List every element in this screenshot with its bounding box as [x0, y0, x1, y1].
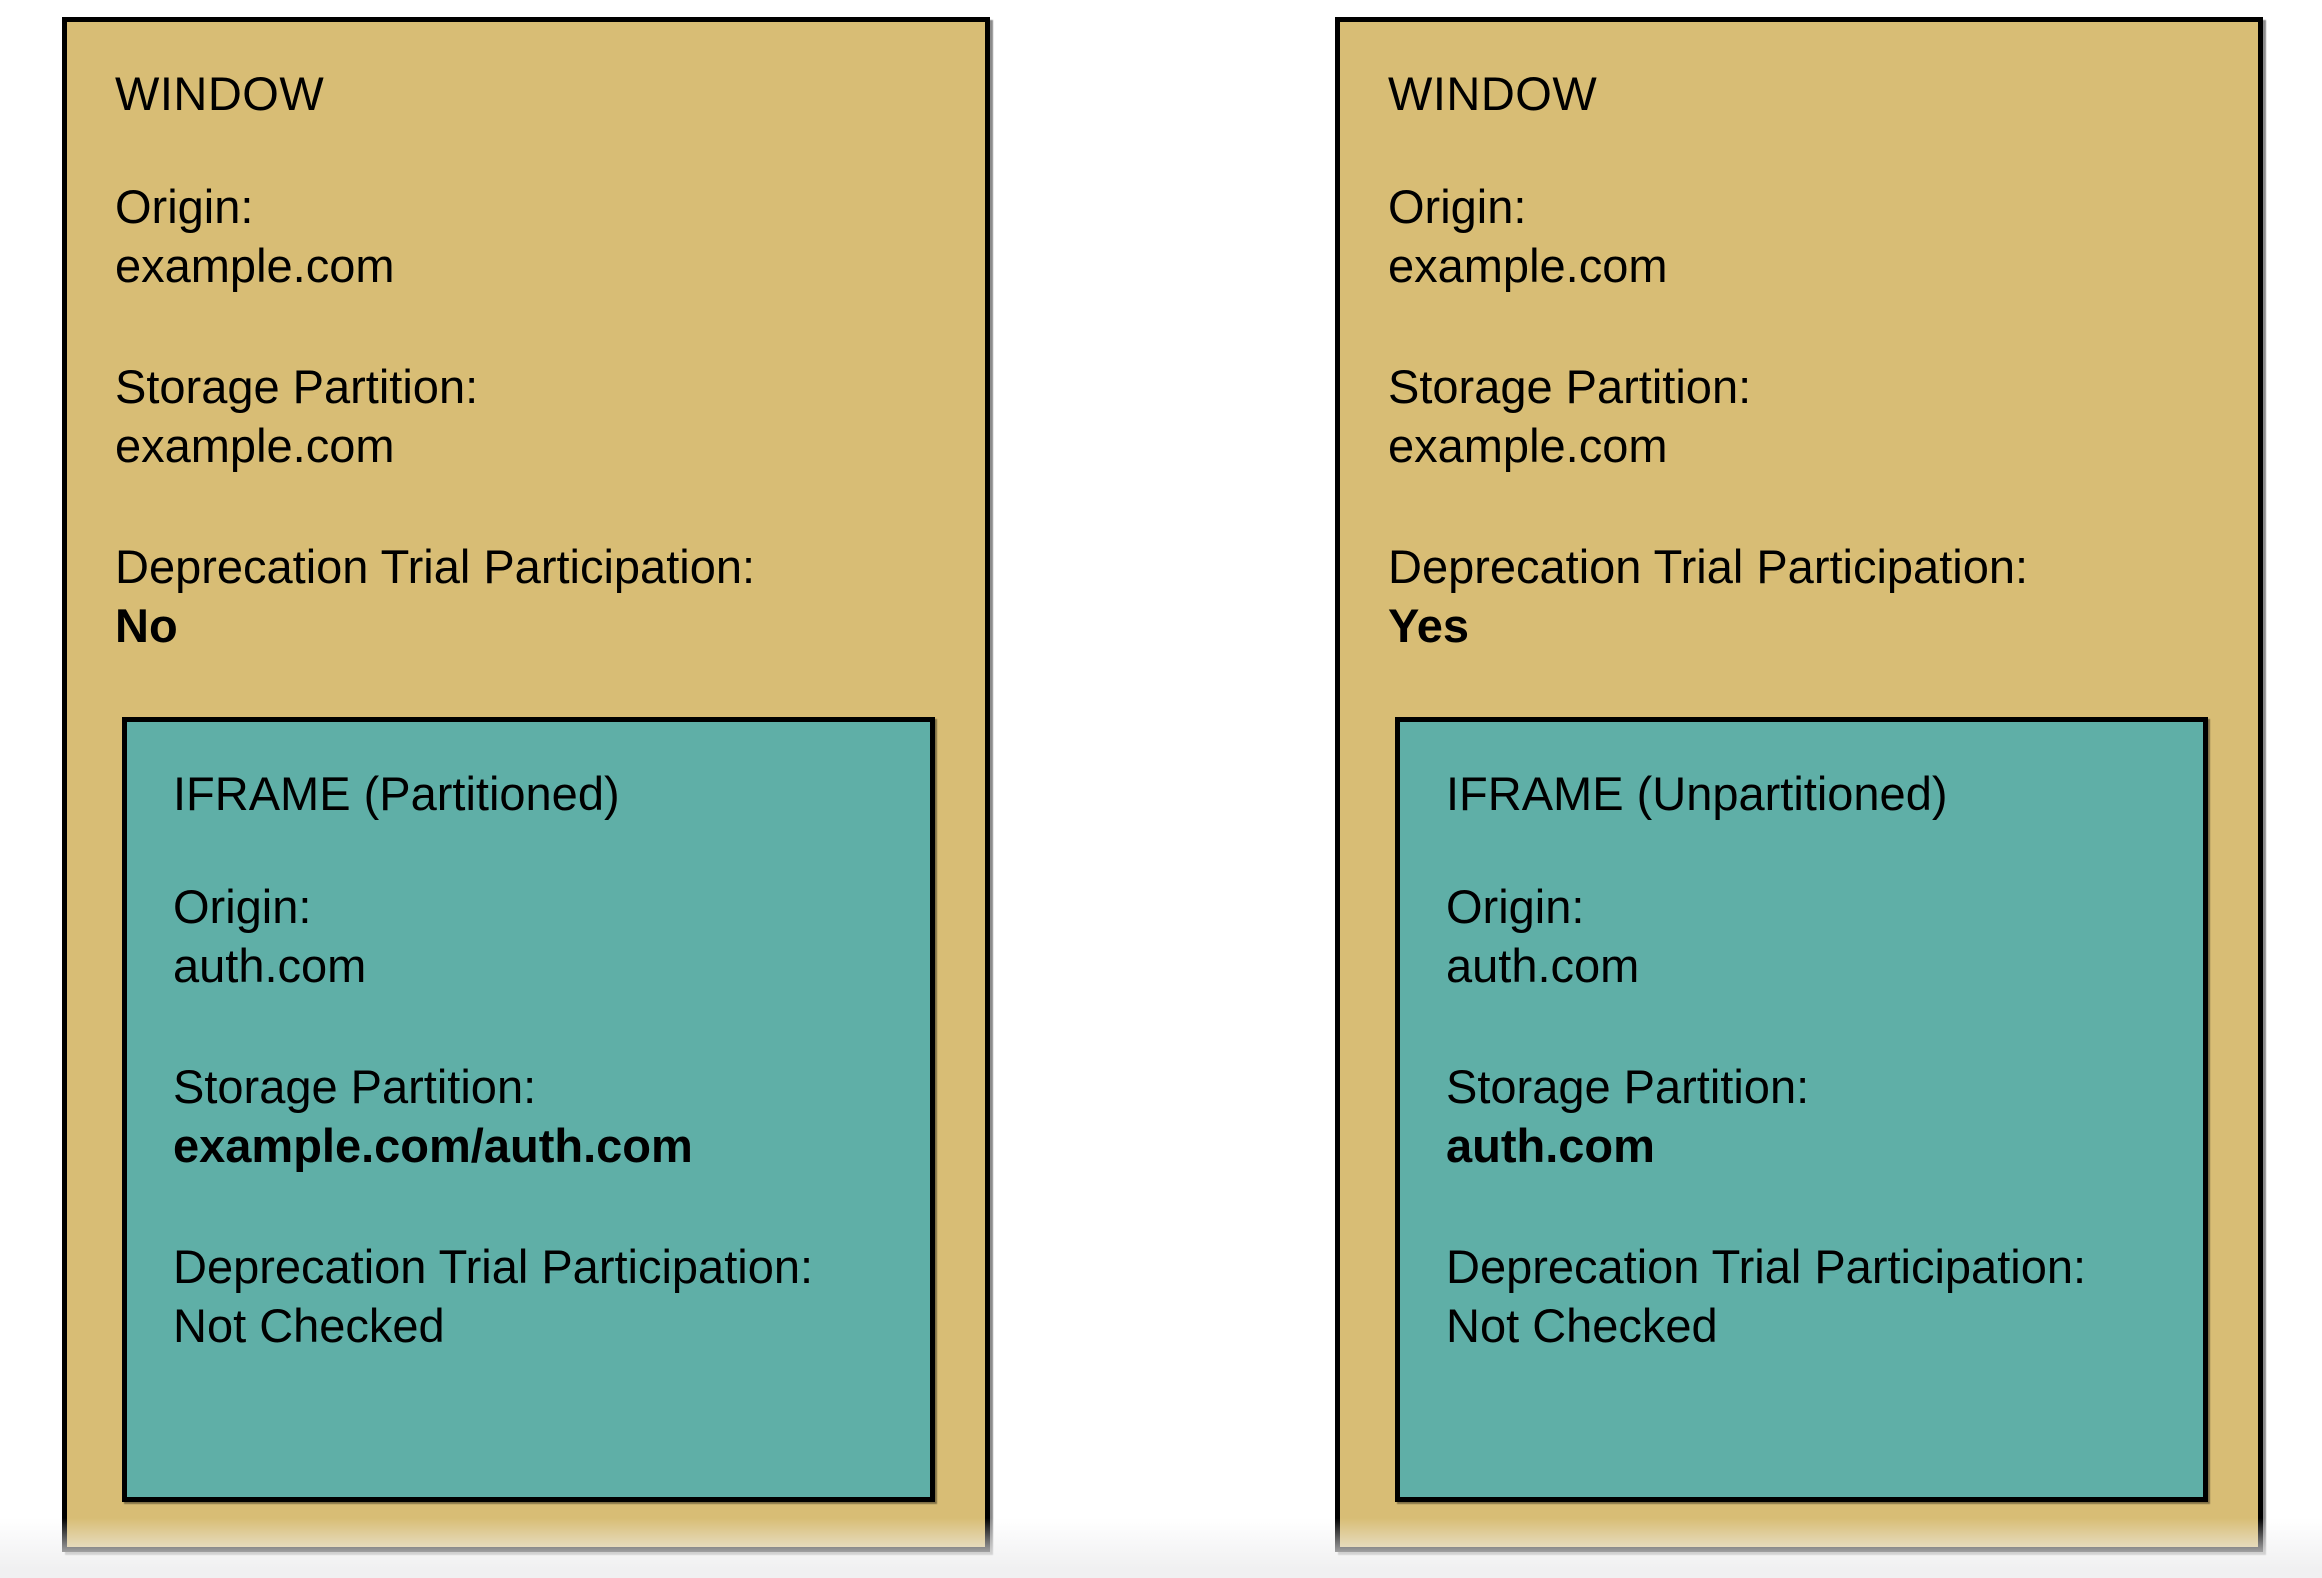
- iframe-box-unpartitioned: IFRAME (Unpartitioned) Origin: auth.com …: [1395, 717, 2208, 1502]
- field-label: Origin:: [173, 880, 312, 933]
- field-value: Yes: [1388, 599, 1470, 652]
- window-title: WINDOW: [1388, 67, 1598, 120]
- iframe-box-partitioned: IFRAME (Partitioned) Origin: auth.com St…: [122, 717, 935, 1502]
- field-storage-partition: Storage Partition: example.com: [115, 357, 937, 475]
- field-deprecation-trial: Deprecation Trial Participation: Yes: [1388, 537, 2210, 655]
- field-storage-partition: Storage Partition: example.com: [1388, 357, 2210, 475]
- field-storage-partition: Storage Partition: auth.com: [1446, 1057, 2157, 1175]
- field-label: Storage Partition:: [1446, 1060, 1810, 1113]
- field-deprecation-trial: Deprecation Trial Participation: Not Che…: [1446, 1237, 2157, 1355]
- field-value: auth.com: [1446, 1119, 1655, 1172]
- window-title: WINDOW: [115, 67, 325, 120]
- window-panel-right: WINDOW Origin: example.com Storage Parti…: [1335, 17, 2263, 1552]
- field-value: example.com: [1388, 239, 1668, 292]
- field-value: auth.com: [1446, 939, 1640, 992]
- field-value: No: [115, 599, 178, 652]
- field-label: Origin:: [1388, 180, 1527, 233]
- field-value: auth.com: [173, 939, 367, 992]
- field-label: Storage Partition:: [115, 360, 479, 413]
- field-origin: Origin: example.com: [1388, 177, 2210, 295]
- field-label: Origin:: [115, 180, 254, 233]
- field-deprecation-trial: Deprecation Trial Participation: No: [115, 537, 937, 655]
- window-panel-left: WINDOW Origin: example.com Storage Parti…: [62, 17, 990, 1552]
- field-label: Storage Partition:: [1388, 360, 1752, 413]
- field-origin: Origin: auth.com: [173, 877, 884, 995]
- iframe-title: IFRAME (Partitioned): [173, 767, 620, 820]
- field-deprecation-trial: Deprecation Trial Participation: Not Che…: [173, 1237, 884, 1355]
- field-label: Deprecation Trial Participation:: [115, 540, 756, 593]
- iframe-title: IFRAME (Unpartitioned): [1446, 767, 1948, 820]
- field-label: Storage Partition:: [173, 1060, 537, 1113]
- field-origin: Origin: auth.com: [1446, 877, 2157, 995]
- field-label: Deprecation Trial Participation:: [1388, 540, 2029, 593]
- field-value: Not Checked: [173, 1299, 445, 1352]
- field-value: example.com: [115, 239, 395, 292]
- field-value: example.com/auth.com: [173, 1119, 693, 1172]
- field-label: Deprecation Trial Participation:: [1446, 1240, 2087, 1293]
- field-value: Not Checked: [1446, 1299, 1718, 1352]
- field-value: example.com: [115, 419, 395, 472]
- field-storage-partition: Storage Partition: example.com/auth.com: [173, 1057, 884, 1175]
- field-label: Deprecation Trial Participation:: [173, 1240, 814, 1293]
- field-origin: Origin: example.com: [115, 177, 937, 295]
- field-label: Origin:: [1446, 880, 1585, 933]
- field-value: example.com: [1388, 419, 1668, 472]
